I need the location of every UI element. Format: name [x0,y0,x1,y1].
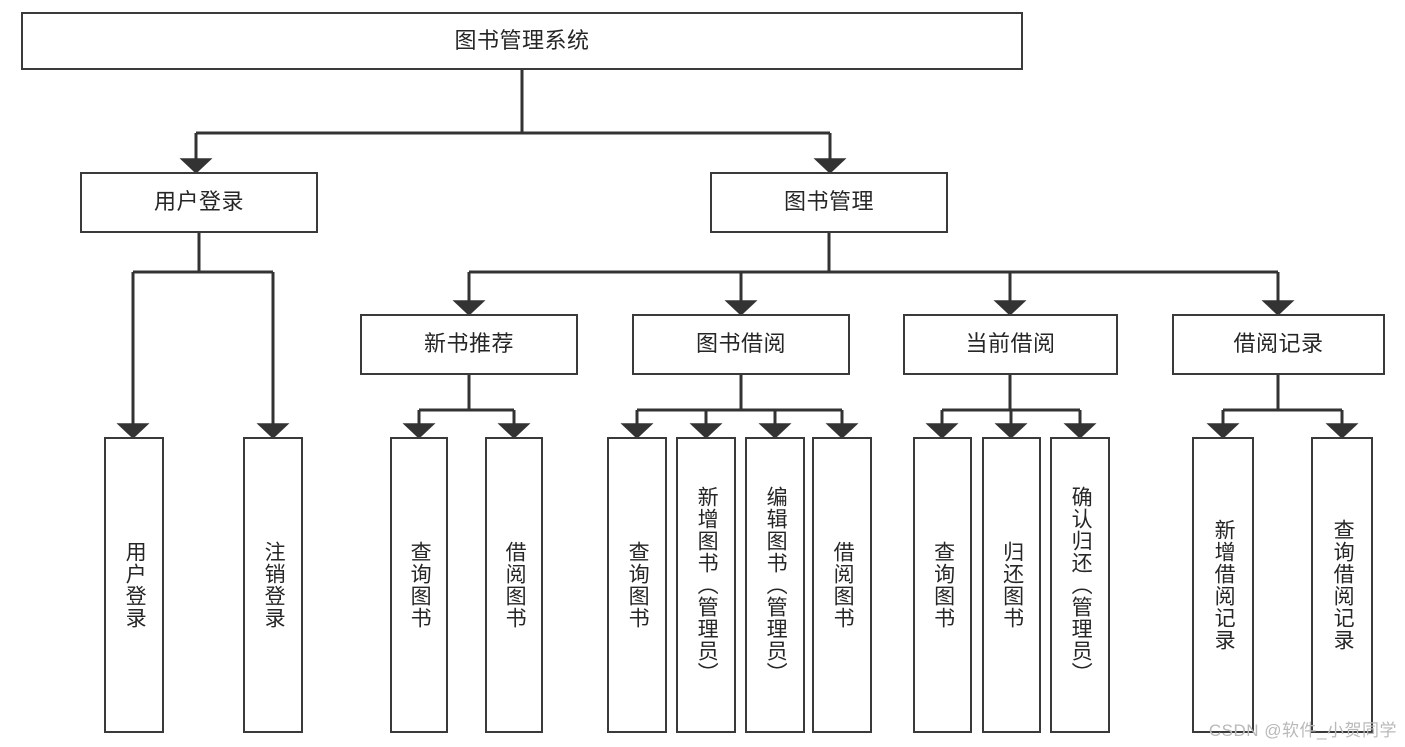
node-leaf-add-book[interactable]: 新增图书（管理员） [676,437,736,733]
node-leaf-edit-book-label: 编辑图书（管理员） [764,486,788,684]
node-current-borrow-label: 当前借阅 [965,331,1056,357]
node-leaf-add-record[interactable]: 新增借阅记录 [1192,437,1254,733]
watermark: CSDN @软件_小贺同学 [1208,721,1397,740]
node-leaf-confirm-return[interactable]: 确认归还（管理员） [1050,437,1110,733]
node-leaf-return-book-label: 归还图书 [1000,541,1024,629]
node-new-book-rec-label: 新书推荐 [423,331,514,357]
node-leaf-add-record-label: 新增借阅记录 [1212,519,1236,651]
node-leaf-return-book[interactable]: 归还图书 [982,437,1041,733]
node-root[interactable]: 图书管理系统 [21,12,1023,70]
node-leaf-borrow-book-1[interactable]: 借阅图书 [485,437,543,733]
node-root-label: 图书管理系统 [454,27,590,53]
node-borrow-record-label: 借阅记录 [1233,331,1324,357]
node-user-login-label: 用户登录 [153,189,244,215]
node-leaf-query-record[interactable]: 查询借阅记录 [1311,437,1373,733]
node-leaf-add-book-label: 新增图书（管理员） [695,486,719,684]
node-leaf-query-book-1[interactable]: 查询图书 [390,437,448,733]
node-leaf-borrow-book-2-label: 借阅图书 [831,541,855,629]
node-leaf-logout[interactable]: 注销登录 [243,437,303,733]
node-leaf-query-book-2-label: 查询图书 [626,541,650,629]
node-leaf-logout-label: 注销登录 [262,541,286,629]
node-borrow-record[interactable]: 借阅记录 [1172,314,1385,375]
node-book-manage-label: 图书管理 [783,189,874,215]
node-leaf-confirm-return-label: 确认归还（管理员） [1069,486,1093,684]
node-user-login[interactable]: 用户登录 [80,172,318,233]
node-leaf-borrow-book-1-label: 借阅图书 [503,541,527,629]
node-leaf-edit-book[interactable]: 编辑图书（管理员） [745,437,805,733]
node-leaf-user-login[interactable]: 用户登录 [104,437,164,733]
node-leaf-query-book-3-label: 查询图书 [931,541,955,629]
node-book-manage[interactable]: 图书管理 [710,172,948,233]
node-book-borrow[interactable]: 图书借阅 [632,314,850,375]
node-leaf-borrow-book-2[interactable]: 借阅图书 [812,437,872,733]
node-leaf-query-record-label: 查询借阅记录 [1331,519,1355,651]
node-leaf-query-book-1-label: 查询图书 [408,541,432,629]
node-new-book-rec[interactable]: 新书推荐 [360,314,578,375]
node-book-borrow-label: 图书借阅 [695,331,786,357]
node-leaf-query-book-2[interactable]: 查询图书 [607,437,667,733]
node-current-borrow[interactable]: 当前借阅 [903,314,1118,375]
node-leaf-user-login-label: 用户登录 [123,541,147,629]
node-leaf-query-book-3[interactable]: 查询图书 [913,437,972,733]
